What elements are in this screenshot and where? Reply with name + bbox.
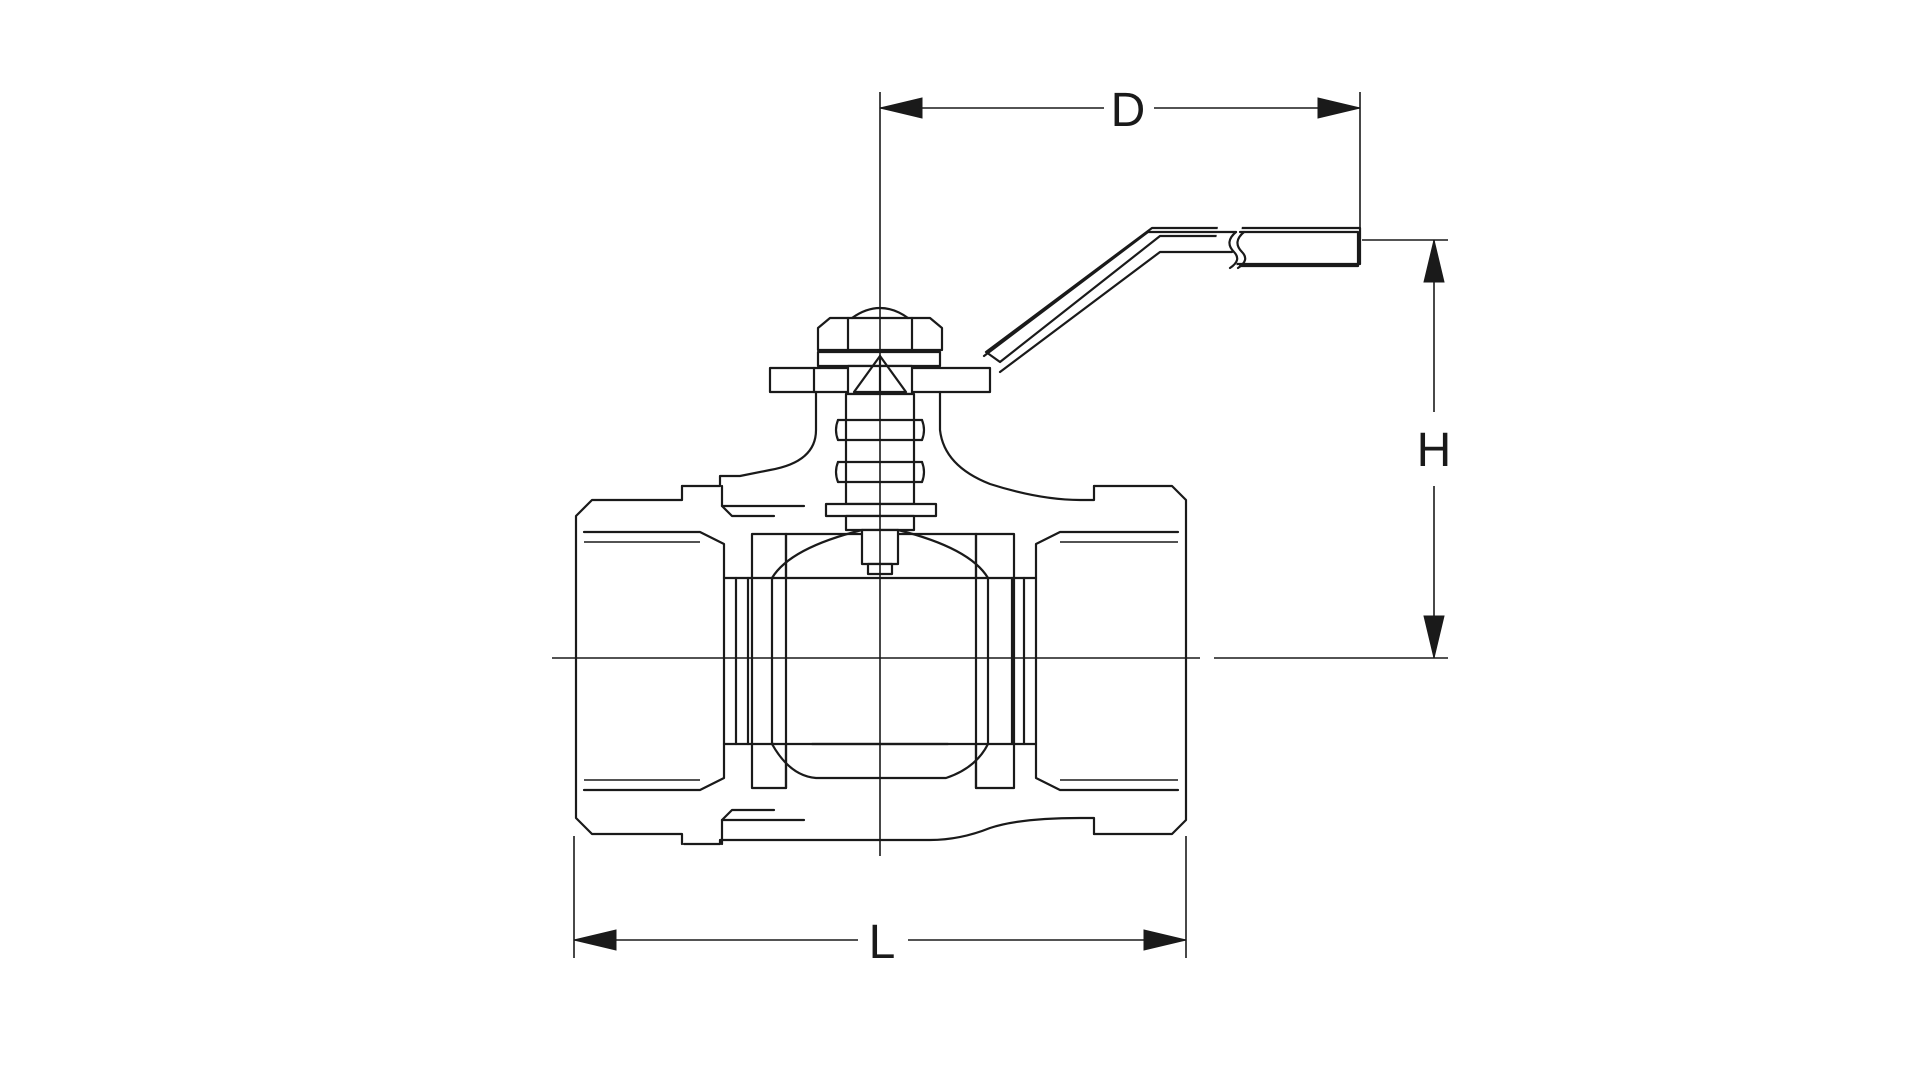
lever-handle	[982, 226, 1362, 374]
dimension-h: H	[1362, 239, 1452, 659]
dimension-l: L	[573, 836, 1187, 969]
dimension-label-d: D	[1111, 84, 1146, 137]
centerlines	[552, 92, 1448, 856]
stem-nut	[768, 307, 992, 396]
dimension-label-l: L	[869, 916, 896, 969]
dimension-label-h: H	[1417, 424, 1452, 477]
dimension-d: D	[879, 84, 1361, 228]
valve-stem	[824, 392, 938, 576]
